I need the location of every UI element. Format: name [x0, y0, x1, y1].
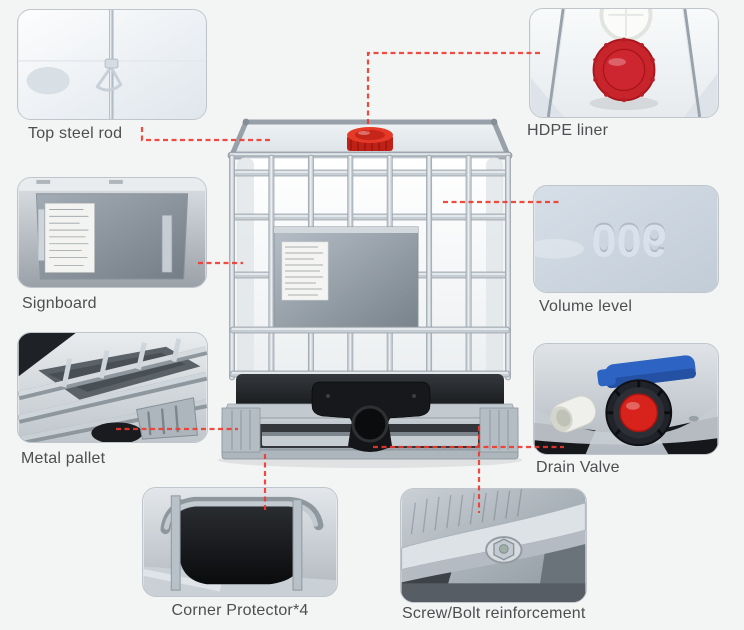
svg-text:900: 900 [591, 214, 666, 265]
detail-card-hdpe-liner [529, 8, 719, 118]
white-outlet-pipe [550, 395, 597, 433]
tank-drain-cover [311, 381, 431, 452]
ibc-tank-image [218, 118, 522, 468]
detail-card-signboard [17, 177, 207, 288]
label-volume-level: Volume level [539, 298, 633, 315]
detail-card-top-steel-rod [17, 9, 207, 120]
detail-card-corner-protector [142, 487, 338, 597]
steel-rod-icon [95, 10, 123, 119]
label-corner-protector: Corner Protector*4 [171, 602, 309, 619]
corner-protector-icon [160, 495, 324, 591]
detail-card-drain-valve [533, 343, 719, 455]
red-cap-icon [589, 37, 659, 111]
label-metal-pallet: Metal pallet [21, 450, 106, 467]
label-hdpe-liner: HDPE liner [527, 122, 609, 139]
detail-card-metal-pallet [17, 332, 208, 443]
label-screw-bolt: Screw/Bolt reinforcement [402, 605, 586, 622]
lid-recess [599, 9, 653, 42]
top-corner-rods [546, 9, 702, 117]
signboard-plate [35, 193, 189, 280]
label-signboard: Signboard [22, 295, 97, 312]
bolt-icon [485, 536, 523, 564]
drain-valve-icon [597, 355, 697, 447]
pallet-rails [18, 338, 207, 442]
detail-card-volume-level: 900 900 [533, 185, 719, 293]
label-drain-valve: Drain Valve [536, 459, 620, 476]
tank-red-cap [347, 127, 393, 151]
label-top-steel-rod: Top steel rod [28, 125, 123, 142]
svg-text:900: 900 [591, 216, 666, 267]
embossed-volume-number: 900 900 [591, 214, 666, 267]
tank-signboard [273, 226, 419, 330]
detail-card-screw-bolt [400, 488, 587, 603]
